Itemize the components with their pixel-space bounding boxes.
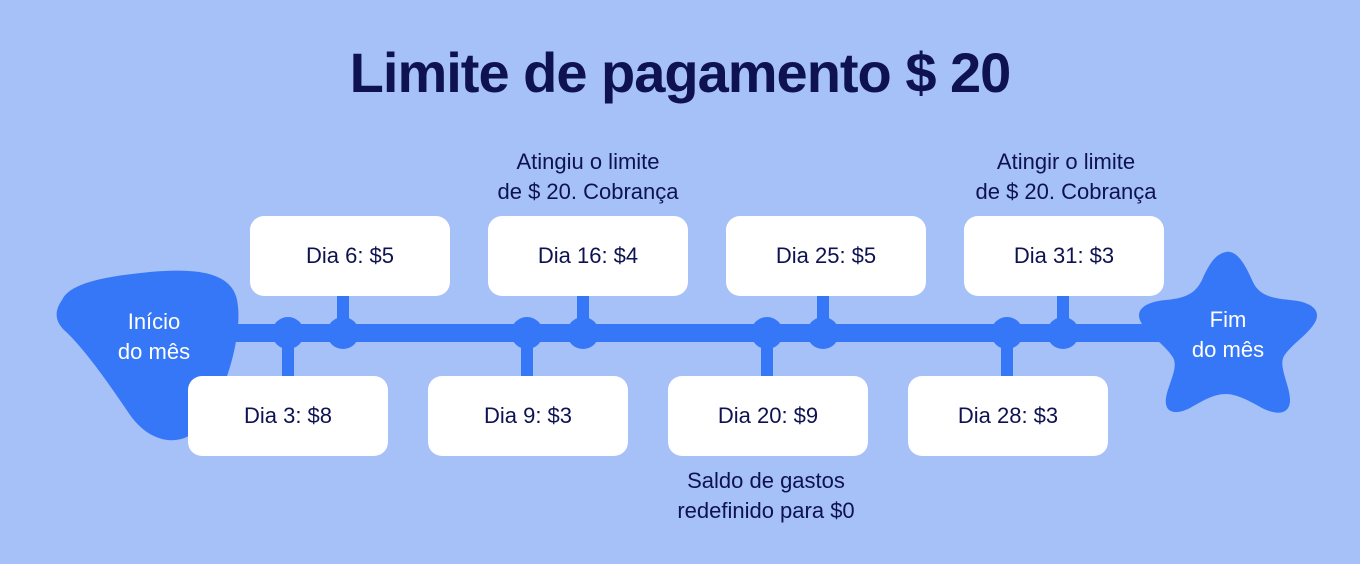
note-reset-line-2: redefinido para $0 (677, 498, 855, 523)
end-label-line-1: Fim (1209, 307, 1247, 332)
node-top-4 (1047, 317, 1079, 349)
event-box-day-31: Dia 31: $3 (964, 216, 1164, 296)
node-bottom-4 (991, 317, 1023, 349)
node-bottom-2 (511, 317, 543, 349)
node-top-3 (807, 317, 839, 349)
event-box-day-16: Dia 16: $4 (488, 216, 688, 296)
page-title: Limite de pagamento $ 20 (349, 41, 1012, 104)
end-label: Fim do mês (1158, 305, 1298, 365)
event-box-day-25: Dia 25: $5 (726, 216, 926, 296)
start-label-line-2: do mês (117, 339, 191, 364)
note-reset: Saldo de gastos redefinido para $0 (636, 466, 896, 526)
node-bottom-3 (751, 317, 783, 349)
node-top-1 (327, 317, 359, 349)
timeline-line (200, 324, 1200, 342)
event-box-day-6: Dia 6: $5 (250, 216, 450, 296)
end-label-line-2: do mês (1191, 337, 1265, 362)
start-label: Início do mês (84, 307, 224, 367)
event-box-day-9: Dia 9: $3 (428, 376, 628, 456)
note-limit-reach-line-2: de $ 20. Cobrança (975, 179, 1157, 204)
node-top-2 (567, 317, 599, 349)
event-box-day-3: Dia 3: $8 (188, 376, 388, 456)
end-star-shape (1139, 251, 1317, 413)
note-limit-reached-line-2: de $ 20. Cobrança (497, 179, 679, 204)
note-limit-reached-line-1: Atingiu o limite (516, 149, 660, 174)
start-label-line-1: Início (127, 309, 181, 334)
event-box-day-20: Dia 20: $9 (668, 376, 868, 456)
note-reset-line-1: Saldo de gastos (687, 468, 845, 493)
note-limit-reached: Atingiu o limite de $ 20. Cobrança (458, 147, 718, 207)
node-bottom-1 (272, 317, 304, 349)
event-box-day-28: Dia 28: $3 (908, 376, 1108, 456)
note-limit-reach: Atingir o limite de $ 20. Cobrança (936, 147, 1196, 207)
note-limit-reach-line-1: Atingir o limite (996, 149, 1136, 174)
